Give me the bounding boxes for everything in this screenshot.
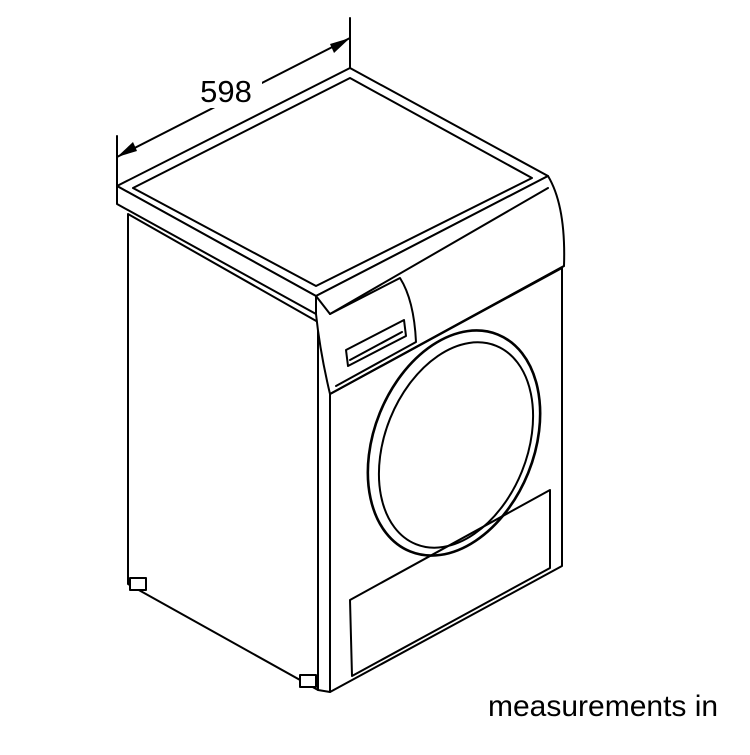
drawer-handle [345,319,407,367]
foot-front-left [299,674,317,688]
drawer-handle-inner [349,331,403,361]
door-outer-ring [366,329,542,557]
worktop-inset [132,77,533,287]
door-inner-ring [377,341,535,549]
arrowhead-left [117,142,137,157]
arrowhead-right [330,38,350,53]
dimension-label-gap [190,68,262,108]
width-dimension: 598 [116,17,351,187]
measurements-caption: measurements in [488,690,718,723]
kick-panel [349,489,551,677]
foot-left [129,577,147,591]
dryer-body [116,67,566,693]
water-tank-drawer [329,277,417,387]
width-dimension-label: 598 [200,74,252,109]
panel-front-seam [329,265,565,395]
